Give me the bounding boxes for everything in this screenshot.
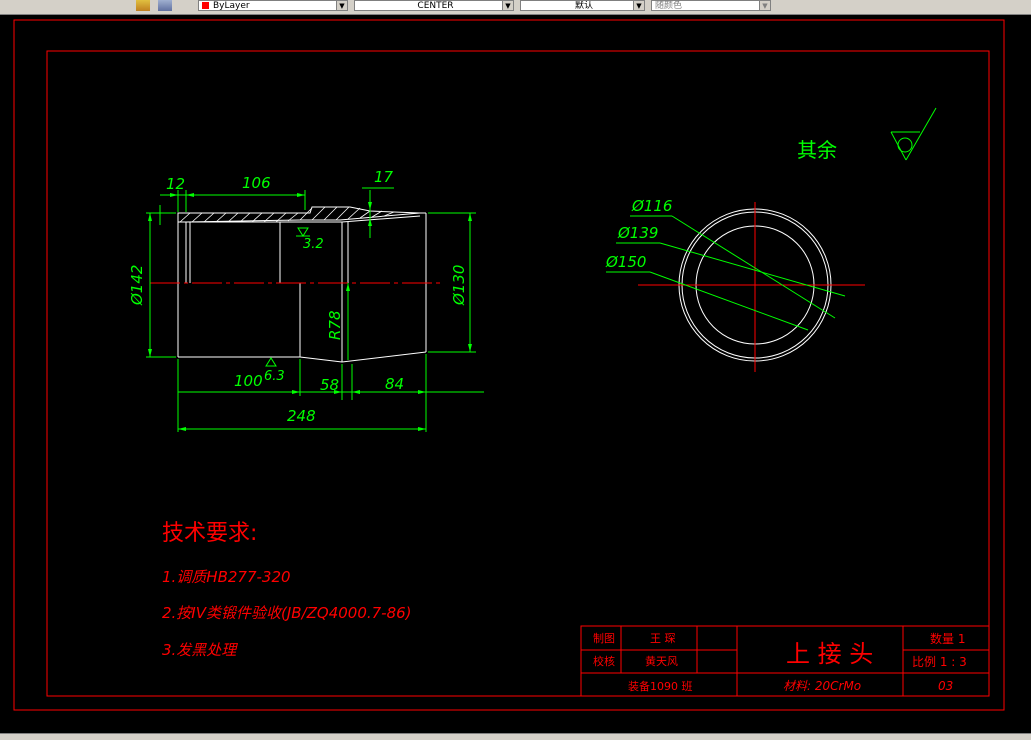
lineweight-combo-value: 默认 <box>574 1 593 11</box>
dim-248: 248 <box>287 407 316 425</box>
layer-previous-icon[interactable] <box>158 0 172 11</box>
tb-material: 材料: 20CrMo <box>783 679 861 693</box>
inner-frame <box>46 50 990 697</box>
tech-req-item-2: 2.按IV类锻件验收(JB/ZQ4000.7-86) <box>162 604 412 622</box>
dim-r78: R78 <box>326 310 344 340</box>
end-view-leaders <box>606 215 846 331</box>
lineweight-combo[interactable]: 默认 ▼ <box>520 0 645 11</box>
color-combo[interactable]: ByLayer ▼ <box>198 0 348 11</box>
dimension-texts: 12 106 17 Ø142 Ø130 R78 100 58 84 248 <box>128 168 468 425</box>
tech-req-item-1: 1.调质HB277-320 <box>162 568 291 586</box>
linetype-combo[interactable]: CENTER ▼ <box>354 0 514 11</box>
hatch-lines <box>179 206 395 223</box>
title-block-texts: 制图 王 琛 校核 黄天风 上 接 头 数量 1 比例 1 : 3 装备1090… <box>593 631 967 693</box>
section-dimensions <box>146 187 484 432</box>
roughness-6-3: 6.3 <box>264 369 285 384</box>
tb-drawn-label: 制图 <box>593 632 615 645</box>
dimension-arrows <box>148 193 472 431</box>
dim-58: 58 <box>320 376 339 394</box>
dim-d150: Ø150 <box>605 253 646 271</box>
outer-frame <box>13 19 1005 711</box>
plotstyle-combo[interactable]: 随颜色 ▼ <box>651 0 771 11</box>
tech-req-item-3: 3.发黑处理 <box>162 641 238 659</box>
dim-d130: Ø130 <box>450 265 468 306</box>
title-block <box>580 625 990 697</box>
rest-roughness-symbol <box>890 107 937 161</box>
tb-check-name: 黄天风 <box>645 654 678 668</box>
tech-req-title: 技术要求: <box>162 521 257 546</box>
roughness-3-2: 3.2 <box>303 237 324 252</box>
chevron-down-icon: ▼ <box>759 1 770 10</box>
chevron-down-icon[interactable]: ▼ <box>633 1 644 10</box>
tb-drawn-name: 王 琛 <box>650 632 676 645</box>
tb-org: 装备1090 班 <box>628 679 693 693</box>
dim-106: 106 <box>242 174 271 192</box>
plotstyle-combo-value: 随颜色 <box>655 1 683 11</box>
tb-qty: 数量 1 <box>930 631 965 646</box>
chevron-down-icon[interactable]: ▼ <box>336 1 347 10</box>
tb-scale: 比例 1 : 3 <box>912 655 967 669</box>
properties-toolbar: ByLayer ▼ CENTER ▼ 默认 ▼ 随颜色 ▼ <box>0 0 1031 15</box>
chevron-down-icon[interactable]: ▼ <box>502 1 513 10</box>
dim-d142: Ø142 <box>128 265 146 306</box>
rest-roughness-label: 其余 <box>797 138 837 162</box>
dim-d116: Ø116 <box>631 197 672 215</box>
tb-check-label: 校核 <box>593 654 615 668</box>
roughness-symbols <box>265 227 310 367</box>
end-view-dim-texts: Ø116 Ø139 Ø150 <box>605 197 672 271</box>
drawing-canvas[interactable]: 12 106 17 Ø142 Ø130 R78 100 58 84 248 3.… <box>0 15 1031 733</box>
layer-state-icon[interactable] <box>136 0 150 11</box>
section-view <box>177 206 427 363</box>
status-bar <box>0 733 1031 740</box>
tb-part-name: 上 接 头 <box>786 640 873 668</box>
tb-sheet: 03 <box>938 679 953 693</box>
color-combo-value: ByLayer <box>213 1 250 11</box>
dim-17: 17 <box>374 168 394 186</box>
dim-84: 84 <box>385 375 404 393</box>
hatch-region <box>177 206 421 223</box>
linetype-combo-value: CENTER <box>417 1 454 11</box>
dim-d139: Ø139 <box>617 224 658 242</box>
color-swatch-icon <box>202 2 209 9</box>
dim-100: 100 <box>234 372 263 390</box>
dim-12: 12 <box>166 175 185 193</box>
